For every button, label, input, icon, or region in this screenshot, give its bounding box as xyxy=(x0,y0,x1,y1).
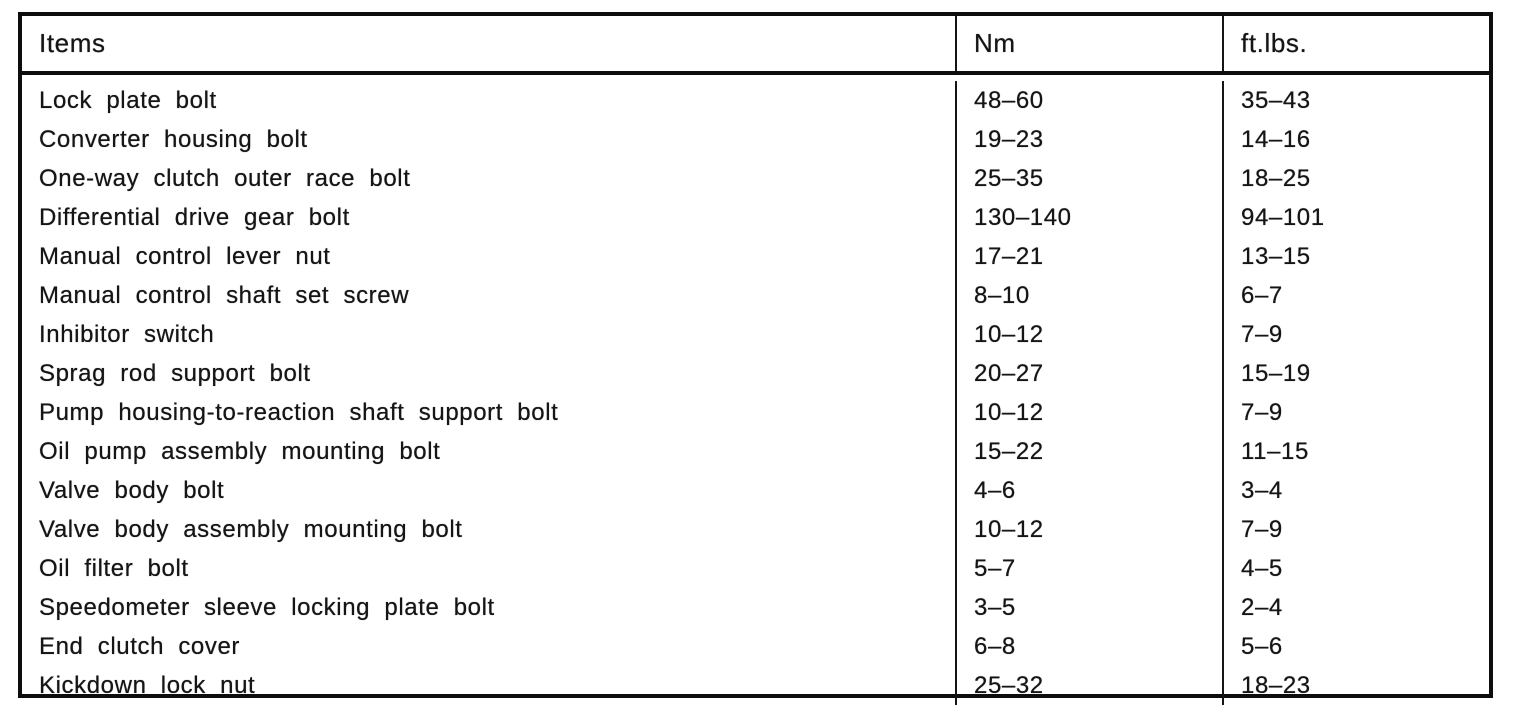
table-row: Oil filter bolt 5–7 4–5 xyxy=(22,549,1489,588)
table-row: Manual control lever nut 17–21 13–15 xyxy=(22,237,1489,276)
ftlbs-value: 18–23 xyxy=(1222,666,1489,705)
ftlbs-value: 35–43 xyxy=(1222,81,1489,120)
nm-value: 5–7 xyxy=(955,549,1222,588)
nm-value: 6–8 xyxy=(955,627,1222,666)
column-header-ftlbs: ft.lbs. xyxy=(1222,16,1489,71)
item-name: Lock plate bolt xyxy=(39,86,217,114)
item-name: Oil filter bolt xyxy=(39,554,189,582)
ftlbs-value: 3–4 xyxy=(1222,471,1489,510)
ftlbs-value: 14–16 xyxy=(1222,120,1489,159)
item-name: End clutch cover xyxy=(39,632,241,660)
ftlbs-value: 5–6 xyxy=(1222,627,1489,666)
nm-value: 10–12 xyxy=(955,315,1222,354)
nm-value: 17–21 xyxy=(955,237,1222,276)
item-name: Valve body assembly mounting bolt xyxy=(39,515,463,543)
table-row: Sprag rod support bolt 20–27 15–19 xyxy=(22,354,1489,393)
table-row: End clutch cover 6–8 5–6 xyxy=(22,627,1489,666)
table-row: Valve body assembly mounting bolt 10–12 … xyxy=(22,510,1489,549)
ftlbs-value: 7–9 xyxy=(1222,315,1489,354)
nm-value: 10–12 xyxy=(955,393,1222,432)
item-name: Converter housing bolt xyxy=(39,125,308,153)
item-name: Manual control lever nut xyxy=(39,242,331,270)
item-name: Sprag rod support bolt xyxy=(39,359,311,387)
item-name: Inhibitor switch xyxy=(39,320,215,348)
table-row: Oil pump assembly mounting bolt 15–22 11… xyxy=(22,432,1489,471)
table-row: Inhibitor switch 10–12 7–9 xyxy=(22,315,1489,354)
column-header-items: Items xyxy=(39,28,106,58)
ftlbs-value: 7–9 xyxy=(1222,393,1489,432)
ftlbs-value: 7–9 xyxy=(1222,510,1489,549)
ftlbs-value: 6–7 xyxy=(1222,276,1489,315)
ftlbs-value: 4–5 xyxy=(1222,549,1489,588)
table-row: One-way clutch outer race bolt 25–35 18–… xyxy=(22,159,1489,198)
nm-value: 130–140 xyxy=(955,198,1222,237)
torque-spec-table: Items Nm ft.lbs. Lock plate bolt 48–60 3… xyxy=(18,12,1493,705)
nm-value: 48–60 xyxy=(955,81,1222,120)
nm-value: 25–35 xyxy=(955,159,1222,198)
ftlbs-value: 18–25 xyxy=(1222,159,1489,198)
table-row: Lock plate bolt 48–60 35–43 xyxy=(22,81,1489,120)
ftlbs-value: 11–15 xyxy=(1222,432,1489,471)
nm-value: 15–22 xyxy=(955,432,1222,471)
item-name: One-way clutch outer race bolt xyxy=(39,164,411,192)
item-name: Pump housing-to-reaction shaft support b… xyxy=(39,398,559,426)
table-row: Converter housing bolt 19–23 14–16 xyxy=(22,120,1489,159)
nm-value: 25–32 xyxy=(955,666,1222,705)
item-name: Manual control shaft set screw xyxy=(39,281,410,309)
table-row: Valve body bolt 4–6 3–4 xyxy=(22,471,1489,510)
item-name: Kickdown lock nut xyxy=(39,671,256,699)
nm-value: 20–27 xyxy=(955,354,1222,393)
item-name: Speedometer sleeve locking plate bolt xyxy=(39,593,495,621)
table-row: Differential drive gear bolt 130–140 94–… xyxy=(22,198,1489,237)
nm-value: 19–23 xyxy=(955,120,1222,159)
ftlbs-value: 94–101 xyxy=(1222,198,1489,237)
item-name: Differential drive gear bolt xyxy=(39,203,350,231)
ftlbs-value: 15–19 xyxy=(1222,354,1489,393)
table-row: Kickdown lock nut 25–32 18–23 xyxy=(22,666,1489,705)
item-name: Oil pump assembly mounting bolt xyxy=(39,437,441,465)
table-header-row: Items Nm ft.lbs. xyxy=(22,16,1489,75)
item-name: Valve body bolt xyxy=(39,476,225,504)
nm-value: 3–5 xyxy=(955,588,1222,627)
nm-value: 4–6 xyxy=(955,471,1222,510)
column-header-nm: Nm xyxy=(955,16,1222,71)
ftlbs-value: 13–15 xyxy=(1222,237,1489,276)
nm-value: 10–12 xyxy=(955,510,1222,549)
table-body: Lock plate bolt 48–60 35–43 Converter ho… xyxy=(22,75,1489,705)
table-row: Pump housing-to-reaction shaft support b… xyxy=(22,393,1489,432)
ftlbs-value: 2–4 xyxy=(1222,588,1489,627)
table-row: Speedometer sleeve locking plate bolt 3–… xyxy=(22,588,1489,627)
nm-value: 8–10 xyxy=(955,276,1222,315)
table-row: Manual control shaft set screw 8–10 6–7 xyxy=(22,276,1489,315)
